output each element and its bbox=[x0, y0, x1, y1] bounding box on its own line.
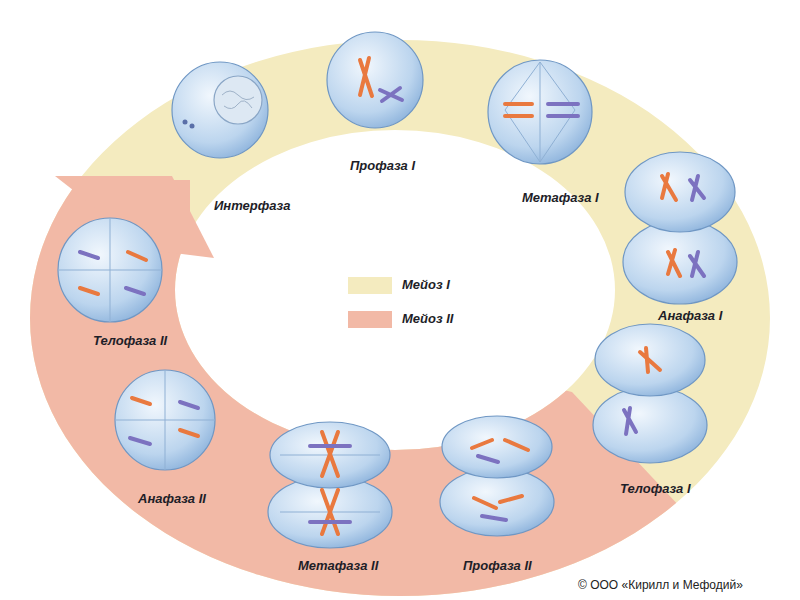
stage-node: Анафаза I bbox=[658, 308, 722, 323]
stage-label: Профаза II bbox=[463, 558, 532, 573]
legend-swatch bbox=[348, 277, 392, 294]
stage-label: Метафаза I bbox=[522, 190, 599, 205]
stage-node: Профаза I bbox=[350, 158, 415, 173]
stage-node: Профаза II bbox=[463, 558, 532, 573]
legend-text: Мейоз II bbox=[402, 311, 453, 326]
stage-label: Телофаза I bbox=[620, 481, 691, 496]
legend-text: Мейоз I bbox=[402, 277, 450, 292]
stage-node: Метафаза I bbox=[522, 190, 599, 205]
stage-node: Телофаза I bbox=[620, 481, 691, 496]
stage-label: Метафаза II bbox=[298, 558, 378, 573]
stage-node: Телофаза II bbox=[93, 333, 167, 348]
watermark: © ООО «Кирилл и Мефодий» bbox=[578, 578, 743, 592]
stage-label: Анафаза I bbox=[658, 308, 722, 323]
stage-label: Интерфаза bbox=[214, 198, 290, 213]
stage-label: Профаза I bbox=[350, 158, 415, 173]
stage-label: Анафаза II bbox=[138, 491, 206, 506]
stage-node: Интерфаза bbox=[214, 198, 290, 213]
stage-label: Телофаза II bbox=[93, 333, 167, 348]
stage-node: Анафаза II bbox=[138, 491, 206, 506]
stage-node: Метафаза II bbox=[298, 558, 378, 573]
legend-swatch bbox=[348, 311, 392, 328]
